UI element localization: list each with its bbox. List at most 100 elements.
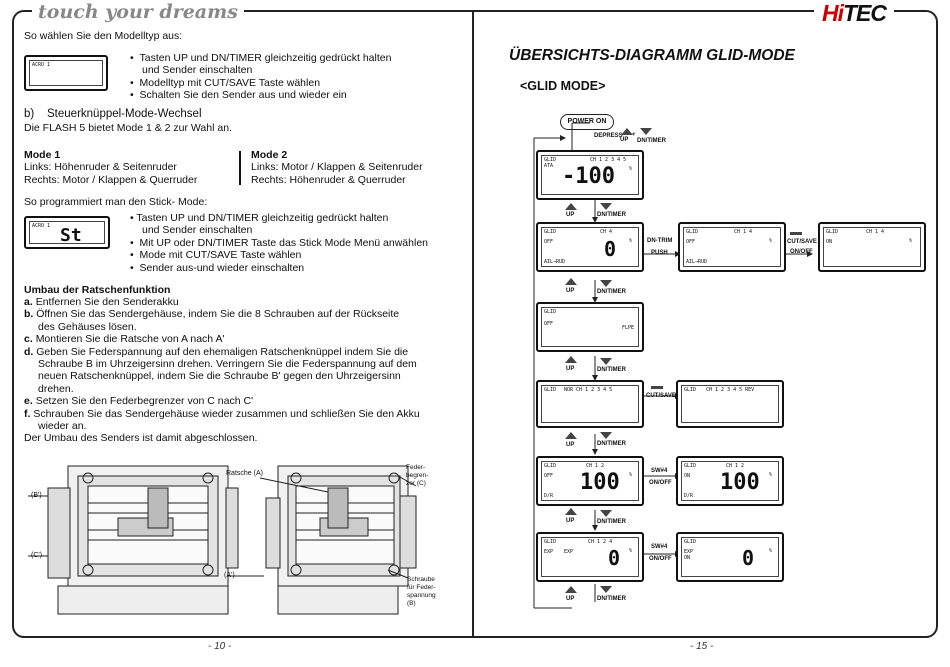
page-number-right: - 15 - — [690, 641, 714, 652]
on-off-label: ON/OFF — [649, 480, 672, 486]
mode2-line2: Rechts: Höhenruder & Querruder — [251, 173, 406, 186]
lcd-dual-rate-2-ch: CH 1 2 — [726, 463, 745, 469]
model-step-1: • Tasten UP und DN/TIMER gleichzeitig ge… — [130, 52, 392, 64]
section-b-letter: b) — [24, 108, 35, 120]
ratsch-step: f. Schrauben Sie das Sendergehäuse wiede… — [24, 407, 420, 420]
up-arrow-icon — [565, 203, 577, 210]
lcd-exp-mode: GLID — [544, 539, 557, 545]
intro-text: So wählen Sie den Modelltyp aus: — [24, 30, 183, 42]
cut-save-icon — [790, 232, 802, 235]
cut-save-label: CUT/SAVE — [646, 393, 676, 399]
depress-label: DEPRESS — [594, 133, 623, 139]
lcd-flaperon: GLID OFF FLPE — [536, 302, 644, 352]
lcd-exp-2-label: EXP — [684, 549, 694, 555]
lcd-exp-mid: EXP — [564, 549, 574, 555]
lcd-ail-rud: GLID OFF CH 4 0 % AIL→RUD — [536, 222, 644, 272]
section-b-title: Steuerknüppel-Mode-Wechsel — [47, 108, 202, 120]
cut-save-label: CUT/SAVE — [787, 239, 817, 245]
stick-step-2: • Mit UP oder DN/TIMER Taste das Stick M… — [130, 236, 428, 249]
lcd-ail-rud-on-state: ON — [826, 239, 833, 245]
dntimer-label: DN/TIMER — [597, 441, 626, 447]
lcd-ail-rud-2: GLID OFF CH 1 4 % AIL→RUD — [678, 222, 786, 272]
section-b-text: Die FLASH 5 bietet Mode 1 & 2 zur Wahl a… — [24, 122, 232, 134]
lcd-ata-ch: CH 1 2 3 4 5 — [590, 157, 627, 163]
glid-mode-subheading: <GLID MODE> — [520, 79, 606, 93]
label-federbegrenzer: Feder-begren-zer (C) — [406, 464, 429, 487]
stick-step-1: • Tasten UP und DN/TIMER gleichzeitig ge… — [130, 212, 389, 224]
mode1-line2: Rechts: Motor / Klappen & Querruder — [24, 173, 198, 186]
up-label: UP — [566, 518, 575, 524]
ratsch-end: Der Umbau des Senders ist damit abgeschl… — [24, 432, 258, 445]
lcd-exp-2-ch: ON — [684, 555, 691, 561]
section-b-heading: b) Steuerknüppel-Mode-Wechsel — [24, 108, 202, 120]
lcd-exp-2-pct: % — [768, 548, 772, 554]
stick-step-3: • Mode mit CUT/SAVE Taste wählen — [130, 249, 302, 262]
lcd-dual-rate-2-value: 100 — [720, 470, 760, 495]
lcd-dual-rate-2-state: ON — [684, 473, 691, 479]
dntimer-label: DN/TIMER — [597, 519, 626, 525]
dntimer-label: DN/TIMER — [597, 367, 626, 373]
dn-arrow-icon — [600, 432, 612, 439]
lcd-flaperon-label: FLPE — [621, 325, 634, 331]
logo-tec: TEC — [843, 0, 887, 26]
lcd-ail-rud-2-label: AIL→RUD — [686, 259, 708, 265]
ratsch-step: wieder an. — [38, 420, 87, 433]
ratsch-title: Umbau der Ratschenfunktion — [24, 284, 171, 296]
lcd-dual-rate-2-label: D/R — [684, 493, 694, 499]
model-step-1b: und Sender einschalten — [142, 64, 253, 77]
gimbal-mechanism-figure — [28, 465, 417, 615]
lcd-flaperon-mode: GLID — [544, 309, 557, 315]
lcd-exp-value: 0 — [608, 546, 621, 570]
hitec-logo: HiTEC — [814, 0, 894, 27]
up-label: UP — [566, 442, 575, 448]
lcd-ata: GLID ATA CH 1 2 3 4 5 -100 % — [536, 150, 644, 200]
ratsch-step: e. Setzen Sie den Federbegrenzer von C n… — [24, 395, 254, 408]
lcd-ail-rud-on: GLID ON CH 1 4 % — [818, 222, 926, 272]
lcd-reverse-2-ch: CH 1 2 3 4 5 REV — [706, 387, 755, 393]
lcd-reverse: GLID NOR CH 1 2 3 4 5 — [536, 380, 644, 428]
up-arrow-icon — [565, 432, 577, 439]
dntimer-label: DN/TIMER — [637, 138, 666, 144]
lcd-ata-pct: % — [628, 166, 632, 172]
lcd-stick-top: ACRO 1 — [32, 223, 51, 229]
lcd-ail-rud-on-ch: CH 1 4 — [866, 229, 885, 235]
mode1-title: Mode 1 — [24, 149, 61, 161]
stick-step-1b: und Sender einschalten — [142, 224, 253, 237]
lcd-exponential: GLID EXP CH 1 2 4 EXP 0 % — [536, 532, 644, 582]
lcd-ail-rud-2-state: OFF — [686, 239, 696, 245]
push-label: PUSH — [651, 250, 668, 256]
ratsch-step: d. Geben Sie Federspannung auf den ehema… — [24, 345, 409, 358]
up-arrow-icon — [565, 356, 577, 363]
label-ratsche-a: Ratsche (A) — [226, 470, 263, 477]
up-label: UP — [566, 596, 575, 602]
lcd-ail-rud-2-pct: % — [768, 238, 772, 244]
lcd-dual-rate-2: GLID ON CH 1 2 100 % D/R — [676, 456, 784, 506]
stick-intro: So programmiert man den Stick- Mode: — [24, 196, 208, 208]
dn-trim-label: DN-TRIM — [647, 238, 673, 244]
lcd-dual-rate-2-pct: % — [768, 472, 772, 478]
dntimer-label: DN/TIMER — [597, 212, 626, 218]
lcd-ail-rud-state: OFF — [544, 239, 554, 245]
lcd-stick-mode: ACRO 1 St — [24, 216, 110, 249]
mode2-line1: Links: Motor / Klappen & Seitenruder — [251, 161, 423, 174]
label-c-prime: (C') — [31, 552, 43, 559]
sw4-label: SW#4 — [651, 468, 668, 474]
lcd-dual-rate: GLID OFF CH 1 2 100 % D/R — [536, 456, 644, 506]
up-arrow-icon — [565, 278, 577, 285]
model-step-3: • Schalten Sie den Sender aus und wieder… — [130, 89, 347, 102]
lcd-model-type-top: ACRO 1 — [32, 62, 51, 68]
lcd-exp-ch: CH 1 2 4 — [588, 539, 613, 545]
lcd-dual-rate-ch: CH 1 2 — [586, 463, 605, 469]
model-step-2: • Modelltyp mit CUT/SAVE Taste wählen — [130, 76, 321, 89]
lcd-reverse-2-mode: GLID — [684, 387, 697, 393]
lcd-exp-2-mode: GLID — [684, 539, 697, 545]
label-a-prime: (A') — [224, 572, 235, 579]
up-label: UP — [566, 366, 575, 372]
lcd-dual-rate-2-mode: GLID — [684, 463, 697, 469]
stick-step-4: • Sender aus-und wieder einschalten — [130, 261, 305, 274]
label-b-prime: (B') — [31, 492, 42, 499]
mode1-line1: Links: Höhenruder & Seitenruder — [24, 161, 177, 174]
lcd-stick-big: St — [60, 225, 82, 246]
ratsch-step: c. Montieren Sie die Ratsche von A nach … — [24, 333, 225, 346]
